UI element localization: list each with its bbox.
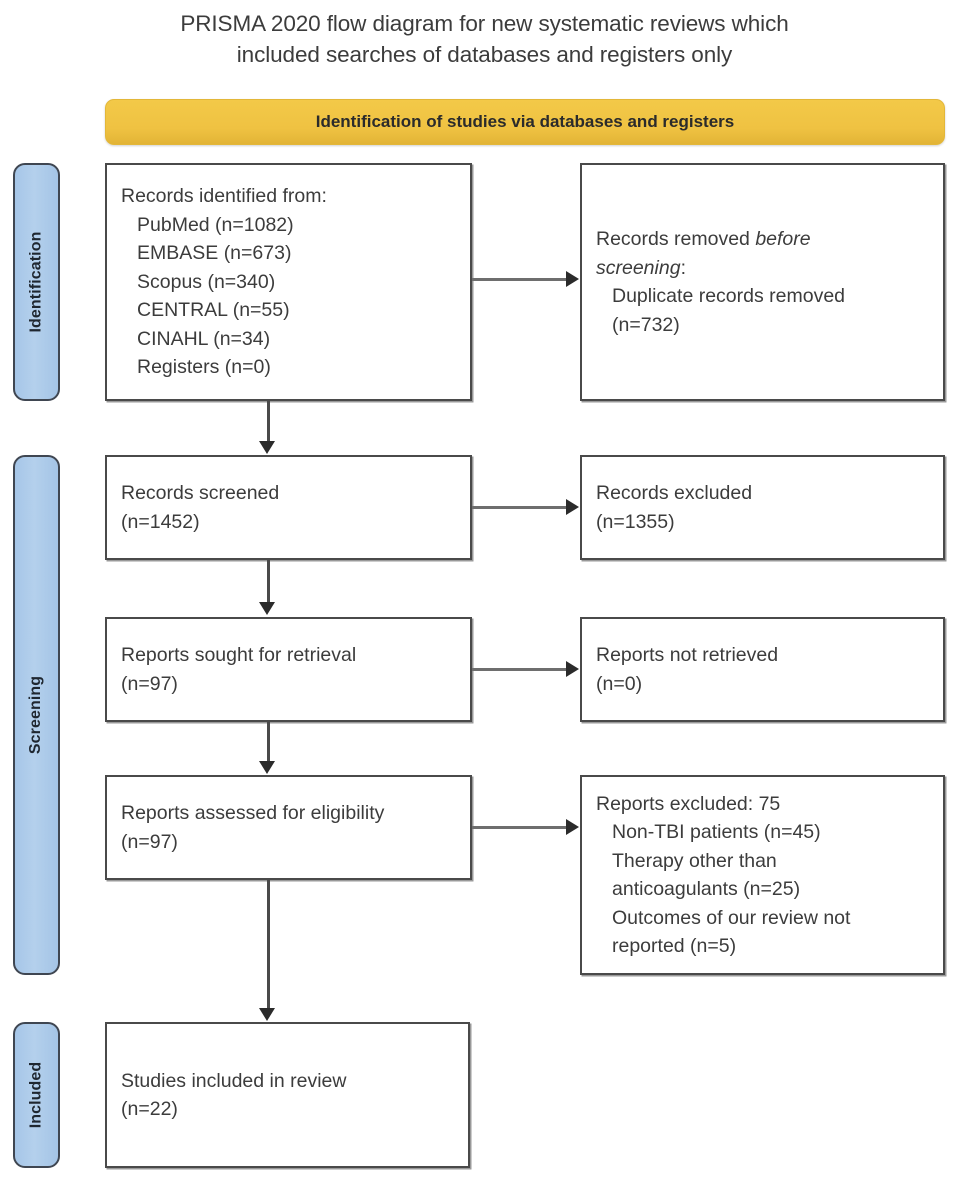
- records-identified-cinahl: CINAHL (n=34): [137, 327, 271, 350]
- connector-identified-to-screened: [267, 401, 270, 442]
- arrowhead-right-icon: [566, 271, 579, 287]
- box-records-removed: Records removed before screening: Duplic…: [580, 163, 945, 401]
- phase-rail-identification-label: Identification: [27, 231, 45, 333]
- reports-excluded-reason-2b: anticoagulants (n=25): [612, 878, 801, 900]
- phase-rail-included-label: Included: [27, 1061, 45, 1129]
- records-removed-duplicates-count: (n=732): [612, 313, 680, 336]
- arrowhead-down-icon: [258, 761, 275, 774]
- box-reports-assessed: Reports assessed for eligibility (n=97): [105, 775, 472, 880]
- arrowhead-right-icon: [566, 661, 579, 677]
- records-excluded-count: (n=1355): [596, 510, 675, 533]
- reports-excluded-reason-1: Non-TBI patients (n=45): [612, 821, 821, 843]
- box-studies-included: Studies included in review (n=22): [105, 1022, 470, 1168]
- diagram-title: PRISMA 2020 flow diagram for new systema…: [0, 8, 969, 70]
- connector-assessed-to-included: [267, 880, 270, 1009]
- reports-excluded-reason-3b: reported (n=5): [612, 935, 737, 957]
- records-identified-embase: EMBASE (n=673): [137, 242, 292, 265]
- arrowhead-down-icon: [258, 602, 275, 615]
- records-identified-central: CENTRAL (n=55): [137, 299, 290, 322]
- reports-not-retrieved-count: (n=0): [596, 672, 643, 695]
- records-removed-heading-line-2: screening:: [596, 254, 929, 283]
- box-records-excluded: Records excluded (n=1355): [580, 455, 945, 560]
- records-excluded-label: Records excluded: [596, 482, 753, 504]
- connector-identified-to-removed: [472, 278, 567, 281]
- reports-assessed-count: (n=97): [121, 830, 178, 853]
- arrowhead-right-icon: [566, 499, 579, 515]
- identification-banner: Identification of studies via databases …: [105, 99, 945, 145]
- records-removed-duplicates: Duplicate records removed: [612, 285, 846, 307]
- studies-included-count: (n=22): [121, 1098, 178, 1120]
- diagram-title-line-2: included searches of databases and regis…: [236, 42, 733, 67]
- records-identified-pubmed: PubMed (n=1082): [137, 213, 294, 236]
- records-screened-label: Records screened: [121, 482, 280, 504]
- records-removed-heading-line-1: Records removed before: [596, 225, 929, 254]
- connector-screened-to-excluded: [472, 506, 567, 509]
- connector-sought-to-assessed: [267, 722, 270, 762]
- arrowhead-down-icon: [258, 441, 275, 454]
- phase-rail-identification: Identification: [13, 163, 60, 401]
- records-removed-emphasis-screening: screening: [596, 256, 681, 279]
- identification-banner-label: Identification of studies via databases …: [315, 112, 735, 131]
- reports-excluded-heading: Reports excluded: 75: [596, 792, 781, 815]
- box-reports-excluded: Reports excluded: 75 Non-TBI patients (n…: [580, 775, 945, 975]
- connector-assessed-to-reports-excluded: [472, 826, 567, 829]
- records-removed-text-a: Records removed: [596, 228, 756, 250]
- reports-assessed-label: Reports assessed for eligibility: [121, 802, 385, 824]
- reports-excluded-reason-3a: Outcomes of our review not: [612, 906, 851, 929]
- connector-sought-to-not-retrieved: [472, 668, 567, 671]
- box-records-identified: Records identified from: PubMed (n=1082)…: [105, 163, 472, 401]
- diagram-title-line-1: PRISMA 2020 flow diagram for new systema…: [180, 11, 789, 36]
- records-screened-count: (n=1452): [121, 510, 200, 533]
- reports-not-retrieved-label: Reports not retrieved: [596, 644, 779, 666]
- phase-rail-screening-label: Screening: [27, 675, 45, 755]
- records-removed-emphasis-before: before: [755, 228, 811, 250]
- records-identified-scopus: Scopus (n=340): [137, 270, 276, 293]
- box-records-screened: Records screened (n=1452): [105, 455, 472, 560]
- box-reports-sought: Reports sought for retrieval (n=97): [105, 617, 472, 722]
- box-reports-not-retrieved: Reports not retrieved (n=0): [580, 617, 945, 722]
- records-identified-heading: Records identified from:: [121, 185, 327, 208]
- connector-screened-to-sought: [267, 560, 270, 603]
- arrowhead-down-icon: [258, 1008, 275, 1021]
- reports-sought-count: (n=97): [121, 672, 178, 695]
- records-removed-colon: :: [680, 256, 686, 279]
- reports-sought-label: Reports sought for retrieval: [121, 644, 357, 666]
- phase-rail-included: Included: [13, 1022, 60, 1168]
- studies-included-label: Studies included in review: [121, 1069, 347, 1092]
- reports-excluded-reason-2a: Therapy other than: [612, 849, 777, 872]
- phase-rail-screening: Screening: [13, 455, 60, 975]
- arrowhead-right-icon: [566, 819, 579, 835]
- records-identified-registers: Registers (n=0): [137, 356, 271, 379]
